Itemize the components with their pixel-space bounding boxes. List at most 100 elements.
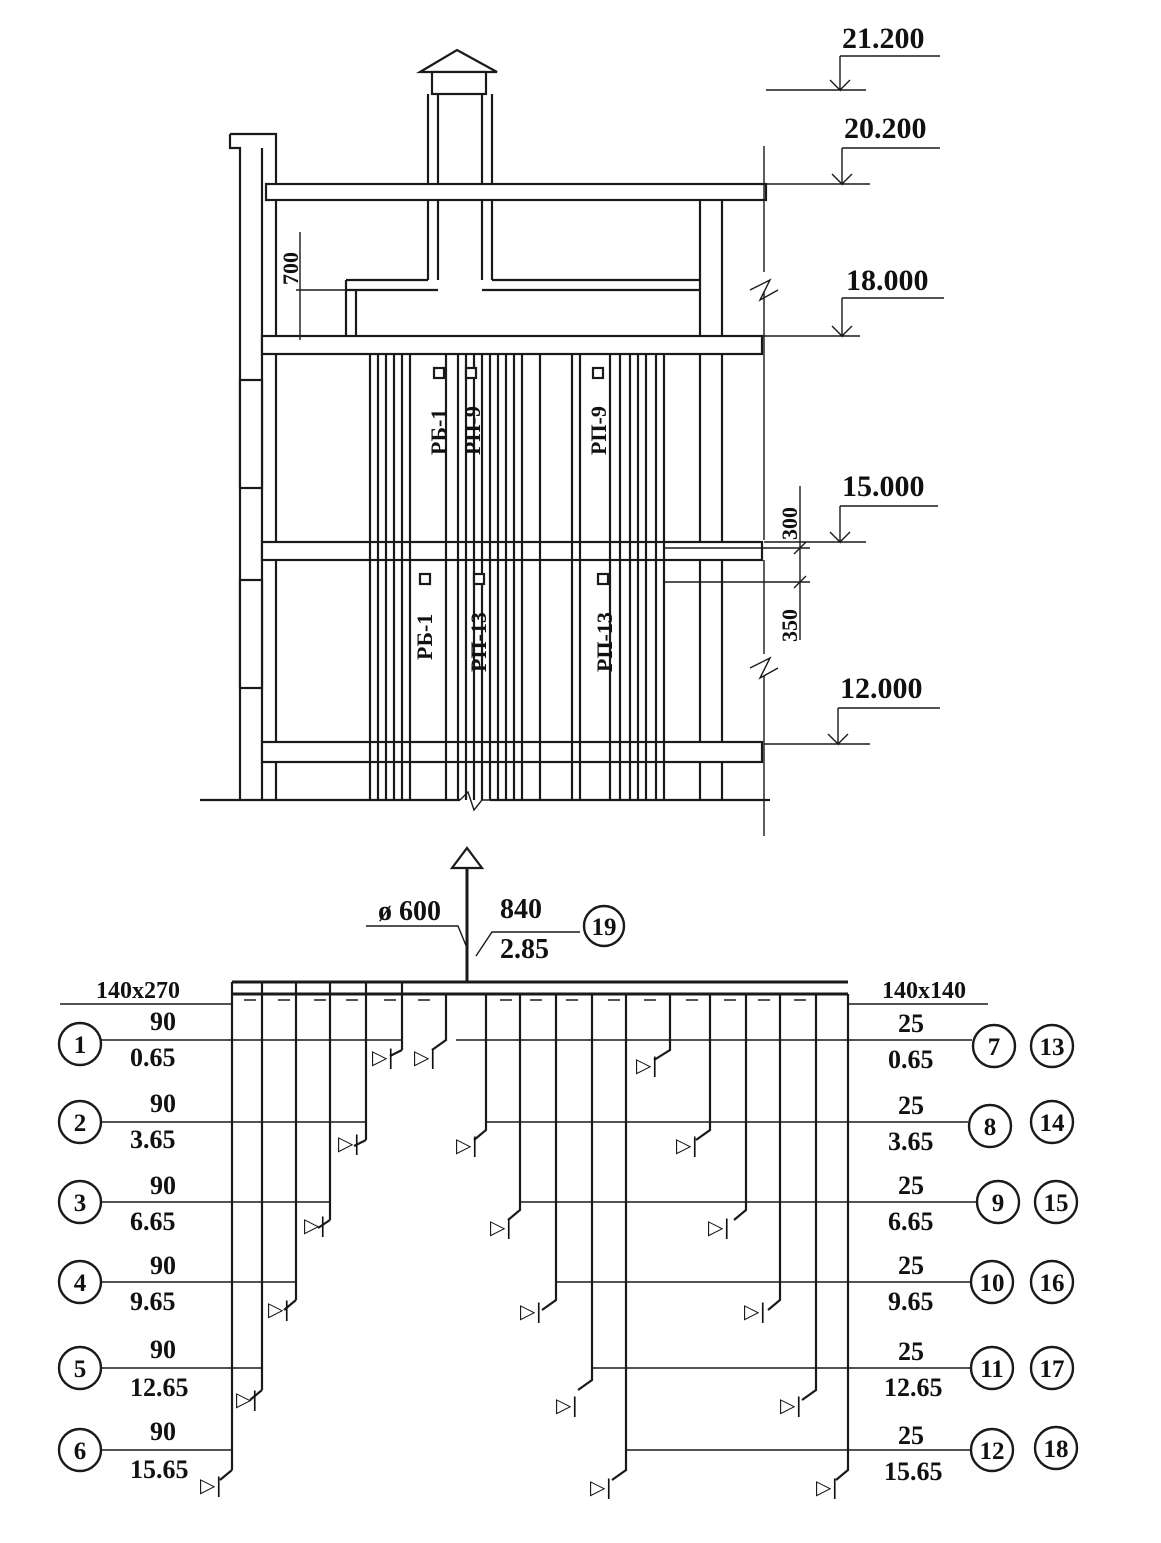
right-branch-12: 25 15.65 12 18 — [884, 1421, 1079, 1486]
valve-icon: ▷| — [200, 1473, 222, 1497]
valve-icon: ▷| — [636, 1053, 658, 1077]
break-mark — [459, 790, 490, 812]
grille-label: РБ-1 — [412, 614, 437, 660]
branch-level: 6.65 — [130, 1207, 176, 1236]
main-label-leader — [366, 925, 580, 957]
right-branch-9: 25 6.65 9 15 — [888, 1171, 1079, 1236]
branch-flow: 25 — [898, 1251, 924, 1280]
branch-level: 15.65 — [884, 1457, 943, 1486]
left-risers — [230, 982, 448, 1470]
branch-level: 3.65 — [130, 1125, 176, 1154]
branch-flow: 25 — [898, 1171, 924, 1200]
branch-number: 1 — [74, 1032, 87, 1059]
floor-slab-18000 — [260, 334, 764, 356]
left-branch-4: 4 90 9.65 — [57, 1251, 176, 1316]
building-section: РБ-1 РП-9 РП-9 РБ-1 РП-13 РП-13 700 300 … — [200, 22, 944, 836]
branch-number: 5 — [74, 1356, 87, 1383]
branch-number: 3 — [74, 1190, 87, 1217]
dimension-tick — [793, 541, 807, 589]
elevation-marker-18000: 18.000 — [722, 264, 944, 338]
elevation-marker-21200: 21.200 — [766, 22, 940, 92]
chimney-cap-base — [430, 70, 488, 96]
left-branch-leaders — [98, 1039, 402, 1451]
valve-icon: ▷| — [520, 1299, 542, 1323]
grille-icon — [472, 572, 486, 586]
valve-symbols: ▷| ▷| ▷| ▷| ▷| ▷| ▷| ▷| ▷| ▷| ▷| ▷| ▷| ▷… — [200, 1045, 838, 1499]
valve-icon: ▷| — [490, 1215, 512, 1239]
valve-icon: ▷| — [556, 1393, 578, 1417]
branch-level: 0.65 — [888, 1045, 934, 1074]
grille-label: РП-9 — [460, 406, 485, 455]
right-branch-7: 25 0.65 7 13 — [888, 1009, 1075, 1074]
branch-number: 16 — [1040, 1270, 1065, 1297]
right-column — [698, 200, 724, 800]
branch-number: 9 — [992, 1190, 1005, 1217]
left-branch-1: 1 90 0.65 — [57, 1007, 176, 1072]
left-branch-5: 5 90 12.65 — [57, 1335, 189, 1402]
dimension-line — [296, 232, 350, 340]
branch-marker — [582, 904, 626, 948]
branch-number: 7 — [988, 1034, 1001, 1061]
collector-duct — [344, 278, 700, 338]
valve-icon: ▷| — [590, 1475, 612, 1499]
branch-marker — [1029, 1099, 1075, 1145]
branch-level: 12.65 — [130, 1373, 189, 1402]
branch-flow: 25 — [898, 1421, 924, 1450]
left-branch-6: 6 90 15.65 — [57, 1417, 189, 1484]
elevation-marker-15000: 15.000 — [764, 470, 938, 544]
branch-number: 4 — [74, 1270, 87, 1297]
branch-number: 17 — [1040, 1356, 1065, 1383]
grille-icon — [418, 572, 432, 586]
branch-marker — [57, 1345, 103, 1391]
valve-icon: ▷| — [268, 1297, 290, 1321]
branch-level: 3.65 — [888, 1127, 934, 1156]
dimension-300: 300 — [777, 507, 802, 540]
grille-label: РП-13 — [592, 612, 617, 672]
valve-icon: ▷| — [708, 1215, 730, 1239]
svg-text:18.000: 18.000 — [846, 264, 929, 297]
left-branch-3: 3 90 6.65 — [57, 1171, 176, 1236]
branch-level: 9.65 — [130, 1287, 176, 1316]
svg-text:15.000: 15.000 — [842, 470, 925, 503]
branch-level: 0.65 — [130, 1043, 176, 1072]
branch-flow: 25 — [898, 1009, 924, 1038]
branch-level: 15.65 — [130, 1455, 189, 1484]
valve-icon: ▷| — [236, 1387, 258, 1411]
valve-icon: ▷| — [304, 1213, 326, 1237]
branch-number: 19 — [592, 914, 617, 941]
branch-flow: 90 — [150, 1417, 176, 1446]
valve-icon: ▷| — [456, 1133, 478, 1157]
branch-flow: 25 — [898, 1337, 924, 1366]
break-mark — [749, 278, 779, 302]
elevation-marker-20200: 20.200 — [766, 112, 940, 186]
grille-icon — [596, 572, 610, 586]
branch-number: 18 — [1044, 1436, 1069, 1463]
collector-duct — [232, 980, 848, 996]
shaft-diameter: ø 600 — [378, 896, 441, 927]
branch-marker — [57, 1179, 103, 1225]
grille-icon — [591, 366, 605, 380]
left-riser-ends — [219, 1049, 403, 1481]
elevation-marker-12000: 12.000 — [764, 672, 940, 746]
branch-level: 6.65 — [888, 1207, 934, 1236]
branch-number: 12 — [980, 1438, 1005, 1465]
branch-marker — [57, 1099, 103, 1145]
main-length: 2.85 — [500, 934, 549, 965]
chimney-cap — [415, 48, 498, 74]
svg-text:20.200: 20.200 — [844, 112, 927, 145]
valve-icon: ▷| — [780, 1393, 802, 1417]
main-flow: 840 — [500, 894, 542, 925]
grille-markers — [418, 366, 610, 586]
branch-marker — [57, 1021, 103, 1067]
right-branch-8: 25 3.65 8 14 — [888, 1091, 1075, 1156]
wall-window — [238, 578, 264, 690]
left-wall — [228, 132, 278, 800]
branch-flow: 90 — [150, 1171, 176, 1200]
branch-number: 13 — [1040, 1034, 1065, 1061]
branch-number: 14 — [1040, 1110, 1066, 1137]
right-duct-size: 140x140 — [882, 978, 966, 1004]
roof-slab — [264, 182, 768, 202]
dimension-line — [664, 486, 810, 640]
wall-window — [238, 378, 264, 490]
